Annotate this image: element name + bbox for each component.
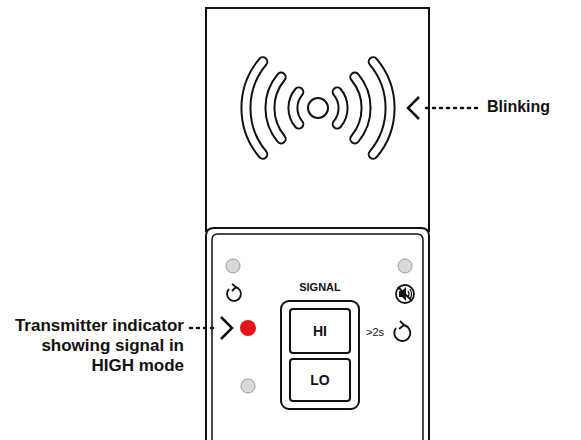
panel-outline (206, 228, 429, 440)
callout-label: Transmitter indicator showing signal in … (12, 316, 184, 376)
lo-button: LO (289, 358, 351, 402)
callout-chevron (221, 317, 232, 339)
rotate-icon (227, 284, 241, 301)
leader-line (426, 107, 480, 110)
led-indicator (241, 379, 255, 393)
led-indicator-red (240, 320, 256, 336)
leader-line (190, 327, 218, 330)
mute-icon (396, 285, 414, 303)
callout-chevron (408, 97, 419, 119)
button-frame: SIGNALHILO (280, 300, 360, 410)
led-indicator (398, 259, 412, 273)
hi-button: HI (289, 308, 351, 354)
button-label: LO (310, 372, 329, 388)
button-label: HI (313, 323, 327, 339)
group-heading: SIGNAL (262, 281, 378, 293)
housing-outline (206, 8, 429, 232)
signal-waves-icon (246, 62, 390, 155)
hold-duration: >2s (366, 326, 384, 338)
rotate-icon (394, 321, 410, 341)
panel-inner-outline (212, 234, 423, 440)
led-indicator (226, 259, 240, 273)
callout-label: Blinking (487, 98, 550, 116)
